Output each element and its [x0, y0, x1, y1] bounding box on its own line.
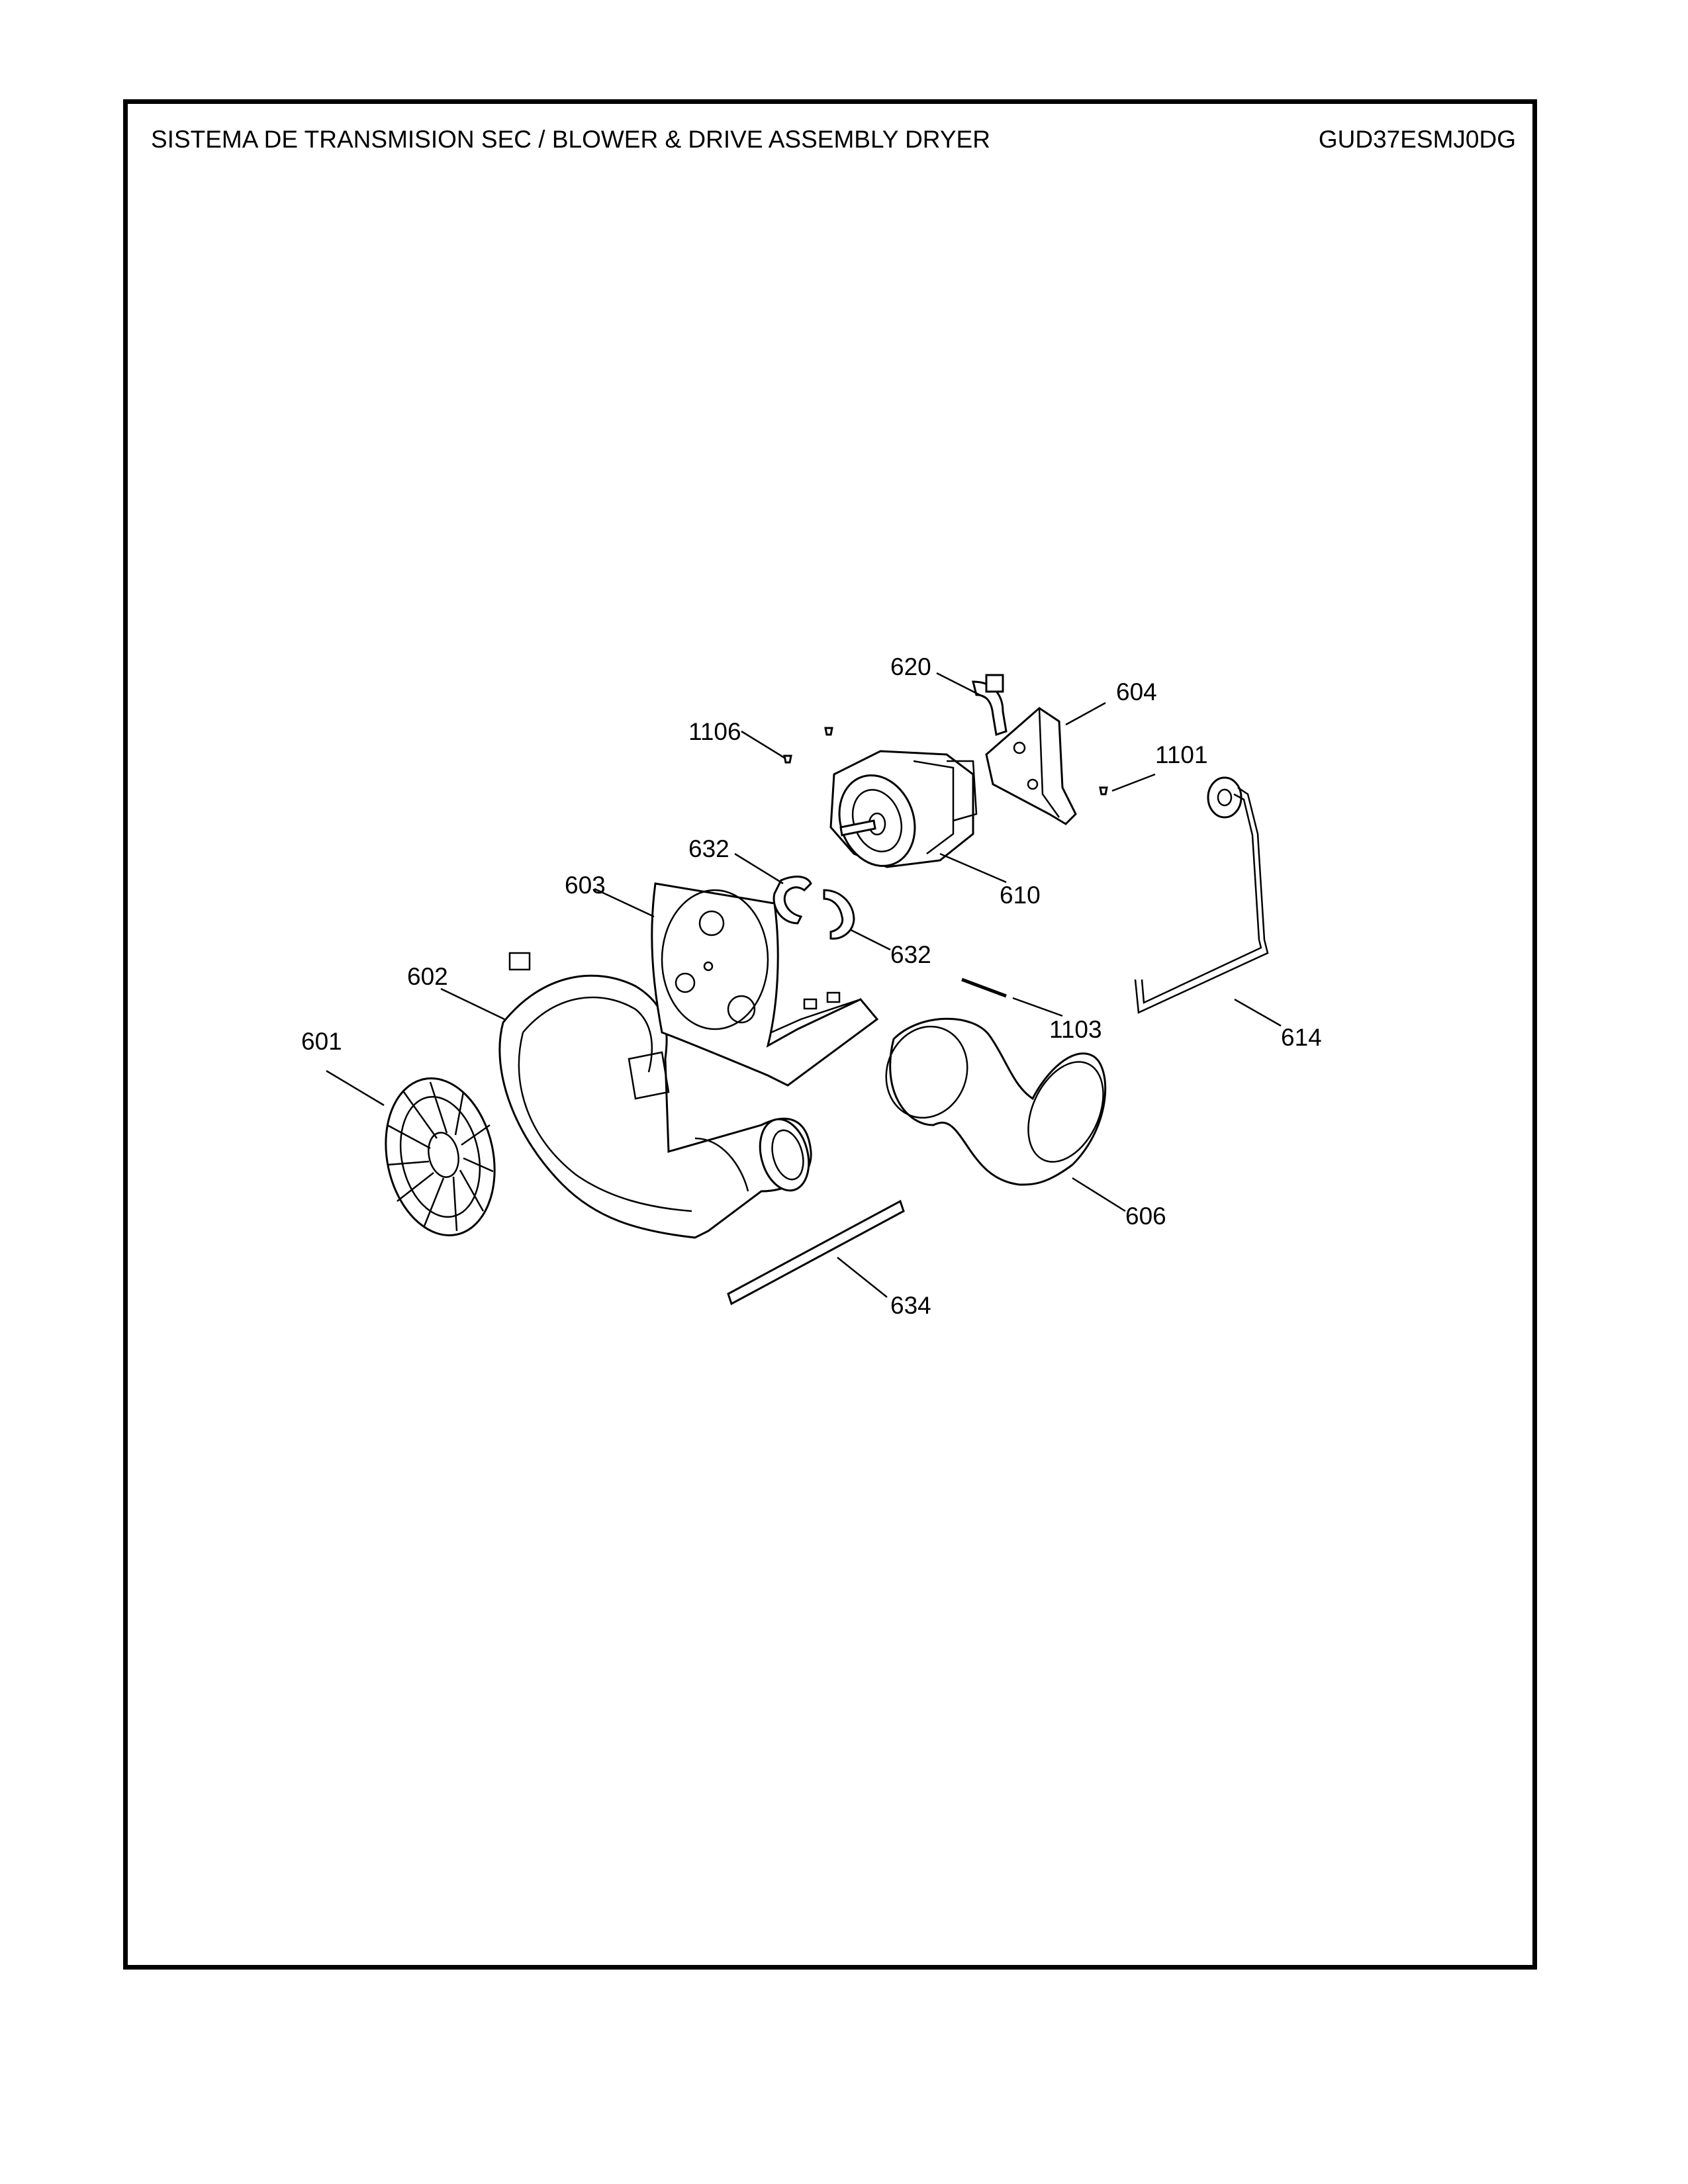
callout-1103: 1103	[1049, 1016, 1102, 1043]
callout-1106: 1106	[688, 718, 741, 745]
callout-632-upper: 632	[688, 835, 729, 862]
pin-icon	[961, 978, 1007, 998]
diagram-frame	[123, 99, 1537, 1970]
blower-housing-icon	[498, 952, 812, 1239]
callout-634: 634	[890, 1292, 931, 1319]
callout-632-lower: 632	[890, 941, 931, 968]
callout-606: 606	[1125, 1203, 1166, 1230]
callout-602: 602	[407, 963, 448, 990]
callout-620: 620	[890, 653, 931, 680]
screw-icon	[1099, 786, 1108, 796]
page-title: SISTEMA DE TRANSMISION SEC / BLOWER & DR…	[151, 126, 990, 153]
exhaust-duct-icon	[885, 1017, 1107, 1186]
callout-604: 604	[1116, 678, 1157, 705]
callout-601: 601	[301, 1028, 342, 1055]
screw-icon	[783, 727, 833, 764]
callout-1101: 1101	[1155, 741, 1208, 768]
seal-strip-icon	[727, 1199, 905, 1306]
callout-610: 610	[1000, 882, 1041, 909]
drive-motor-icon	[829, 750, 978, 868]
callout-603: 603	[565, 872, 606, 899]
idler-pulley-arm-icon	[1134, 776, 1269, 1014]
bracket-icon	[985, 707, 1077, 825]
model-number: GUD37ESMJ0DG	[1318, 126, 1516, 153]
motor-mount-plate-icon	[651, 882, 879, 1087]
leader-lines	[326, 672, 1282, 1298]
motor-strap-icon	[773, 876, 855, 940]
callout-614: 614	[1281, 1024, 1322, 1051]
motor-clamp-icon	[972, 674, 1008, 736]
blower-wheel-icon	[385, 1077, 496, 1237]
